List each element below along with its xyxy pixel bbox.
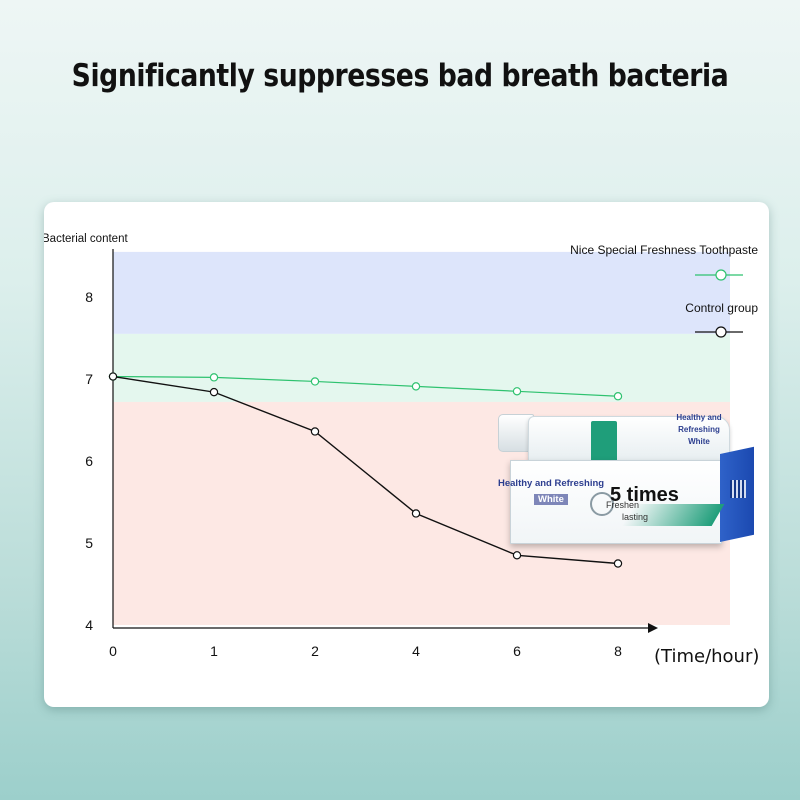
badge-number: 5 times xyxy=(610,484,679,506)
series-line-0 xyxy=(112,375,619,397)
legend-label: Nice Special Freshness Toothpaste xyxy=(570,243,758,257)
series-line-1 xyxy=(112,375,619,565)
series-1-point xyxy=(512,551,522,560)
series-0-point xyxy=(411,382,421,391)
axes xyxy=(112,249,658,633)
x-axis-arrow-icon xyxy=(648,623,658,633)
series-1-point xyxy=(310,427,320,436)
legend-label: Control group xyxy=(685,301,758,315)
x-tick-label: 8 xyxy=(614,643,622,659)
series-lines xyxy=(108,372,623,568)
y-tick-labels: 4 5 6 7 8 xyxy=(85,289,93,633)
legend-marker xyxy=(715,326,727,338)
box-text-line2: White xyxy=(534,494,568,505)
x-tick-label: 6 xyxy=(513,643,521,659)
x-tick-label: 0 xyxy=(109,643,117,659)
series-1-point xyxy=(613,559,623,568)
legend-marker xyxy=(715,269,727,281)
badge-sub2: lasting xyxy=(622,512,649,522)
y-axis-label: Bacterial content xyxy=(44,233,128,245)
page-headline: Significantly suppresses bad breath bact… xyxy=(71,58,729,94)
y-tick-label: 6 xyxy=(85,453,93,469)
y-tick-label: 4 xyxy=(85,617,93,633)
series-0-point xyxy=(613,392,623,401)
series-1-point xyxy=(411,509,421,518)
toothpaste-product-image: Healthy and Refreshing White Healthy and… xyxy=(498,408,758,548)
chart-legend: Nice Special Freshness ToothpasteControl… xyxy=(570,243,758,338)
toothpaste-tube-image xyxy=(528,416,730,468)
series-0-point xyxy=(512,387,522,396)
x-tick-label: 2 xyxy=(311,643,319,659)
background-band-1 xyxy=(113,333,730,402)
badge-sub1: Freshen xyxy=(606,500,640,510)
tube-text: Healthy and Refreshing White xyxy=(676,413,722,446)
y-tick-label: 8 xyxy=(85,289,93,305)
tube-brand-band xyxy=(591,421,617,463)
series-1-point xyxy=(209,387,219,397)
x-axis-label: (Time/hour) xyxy=(654,646,759,667)
x-tick-label: 1 xyxy=(210,643,218,659)
qr-code-icon xyxy=(730,480,746,498)
x-tick-label: 4 xyxy=(412,643,420,659)
series-1-point xyxy=(108,372,118,381)
x-tick-labels: 0 1 2 4 6 8 xyxy=(109,643,622,659)
series-0-point xyxy=(310,377,320,386)
y-tick-label: 5 xyxy=(85,535,93,551)
background-band-0 xyxy=(113,251,730,334)
seal-icon xyxy=(590,492,614,516)
series-0-point xyxy=(209,373,219,382)
box-text-line1: Healthy and Refreshing xyxy=(498,478,605,489)
y-tick-label: 7 xyxy=(85,371,93,387)
